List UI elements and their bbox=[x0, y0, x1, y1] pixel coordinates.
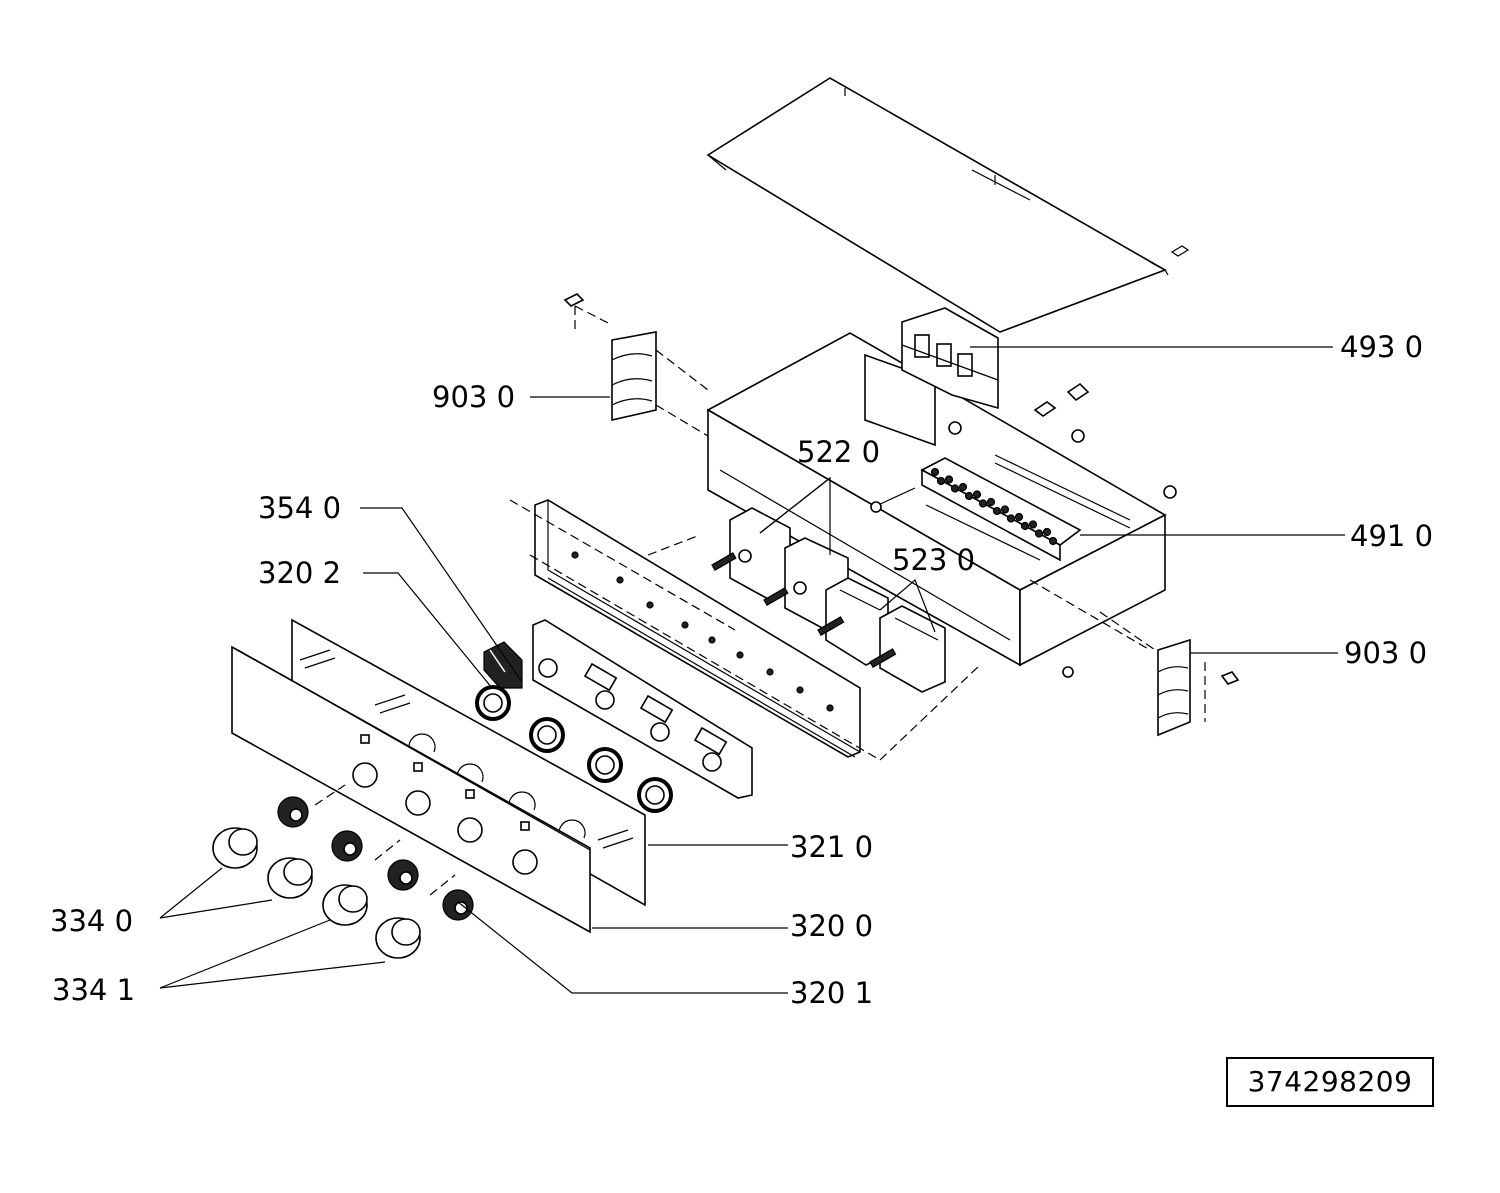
panel-symbol bbox=[520, 821, 530, 831]
ring-nut-inner bbox=[483, 693, 503, 713]
control-knob-top bbox=[283, 858, 313, 886]
label-491-0: 491 0 bbox=[1350, 519, 1433, 553]
controls-523 bbox=[817, 577, 946, 693]
frame-hole bbox=[616, 576, 624, 584]
housing-screws bbox=[870, 382, 1177, 678]
panel-symbol bbox=[413, 762, 423, 772]
label-334-1: 334 1 bbox=[52, 973, 135, 1007]
terminal-hole bbox=[936, 476, 946, 486]
knob-bush-center bbox=[289, 808, 303, 822]
label-903-0-right: 903 0 bbox=[1344, 636, 1427, 670]
terminal-hole bbox=[964, 491, 974, 501]
terminal-hole bbox=[978, 499, 988, 508]
left-bracket bbox=[563, 293, 709, 437]
panel-knob-hole bbox=[352, 762, 378, 788]
label-493-0: 493 0 bbox=[1340, 330, 1423, 364]
control-knob-top bbox=[338, 885, 368, 913]
terminal-hole bbox=[1014, 512, 1024, 522]
frame-hole bbox=[708, 636, 716, 644]
label-320-0: 320 0 bbox=[790, 909, 873, 943]
terminal-hole bbox=[992, 506, 1002, 516]
terminal-strip-491 bbox=[920, 457, 1082, 562]
terminal-hole bbox=[950, 484, 960, 493]
label-522-0: 522 0 bbox=[797, 435, 880, 469]
frame-hole bbox=[571, 551, 579, 559]
frame-hole bbox=[646, 601, 654, 609]
terminal-hole bbox=[1034, 529, 1044, 538]
ring-nut-inner bbox=[645, 785, 665, 805]
inner-control-plate bbox=[532, 619, 753, 799]
terminal-hole bbox=[972, 490, 982, 499]
control-knob-top bbox=[391, 918, 421, 946]
terminal-hole bbox=[944, 475, 954, 484]
panel-knob-hole bbox=[405, 790, 431, 816]
right-bracket bbox=[1099, 611, 1240, 737]
panel-symbol bbox=[465, 789, 475, 799]
ring-nuts-320-2 bbox=[475, 685, 673, 813]
terminal-block-493 bbox=[901, 307, 999, 410]
panel-knob-hole bbox=[457, 817, 483, 843]
label-321-0: 321 0 bbox=[790, 830, 873, 864]
ring-nut-inner bbox=[537, 725, 557, 745]
label-334-0: 334 0 bbox=[50, 904, 133, 938]
terminal-hole bbox=[1000, 505, 1010, 514]
front-control-panel-320 bbox=[231, 645, 591, 934]
knob-bush-center bbox=[454, 901, 468, 915]
panel-knob-hole bbox=[512, 849, 538, 875]
label-903-0-left: 903 0 bbox=[432, 380, 515, 414]
drawing-number-box: 374298209 bbox=[1226, 1057, 1434, 1107]
top-cover-plate bbox=[706, 77, 1190, 333]
frame-hole bbox=[826, 704, 834, 712]
frame-hole bbox=[681, 621, 689, 629]
knob-bush-center bbox=[399, 871, 413, 885]
terminal-hole bbox=[958, 482, 968, 492]
knob-bush-center bbox=[343, 842, 357, 856]
terminal-hole bbox=[1020, 521, 1030, 531]
frame-hole bbox=[766, 668, 774, 676]
control-knob-top bbox=[228, 828, 258, 856]
label-320-1: 320 1 bbox=[790, 976, 873, 1010]
terminal-hole bbox=[1006, 514, 1016, 523]
leader-lines bbox=[159, 346, 1345, 994]
frame-hole bbox=[736, 651, 744, 659]
label-320-2: 320 2 bbox=[258, 556, 341, 590]
terminal-hole bbox=[1042, 527, 1052, 537]
knob-bushes-320-1 bbox=[277, 796, 474, 921]
assembly-lines bbox=[314, 499, 1151, 896]
label-354-0: 354 0 bbox=[258, 491, 341, 525]
knobs bbox=[212, 827, 421, 959]
glass-window bbox=[408, 733, 436, 753]
terminal-hole bbox=[1048, 536, 1058, 546]
part-labels: 493 0 903 0 522 0 354 0 491 0 320 2 523 … bbox=[50, 330, 1433, 1010]
ring-nut-inner bbox=[595, 755, 615, 775]
panel-symbol bbox=[360, 734, 370, 744]
terminal-hole bbox=[986, 497, 996, 507]
connector-354 bbox=[483, 641, 523, 689]
terminal-hole bbox=[1028, 520, 1038, 529]
label-523-0: 523 0 bbox=[892, 543, 975, 577]
terminal-hole bbox=[930, 467, 940, 477]
switch-mounting-frame bbox=[534, 499, 861, 758]
frame-hole bbox=[796, 686, 804, 694]
